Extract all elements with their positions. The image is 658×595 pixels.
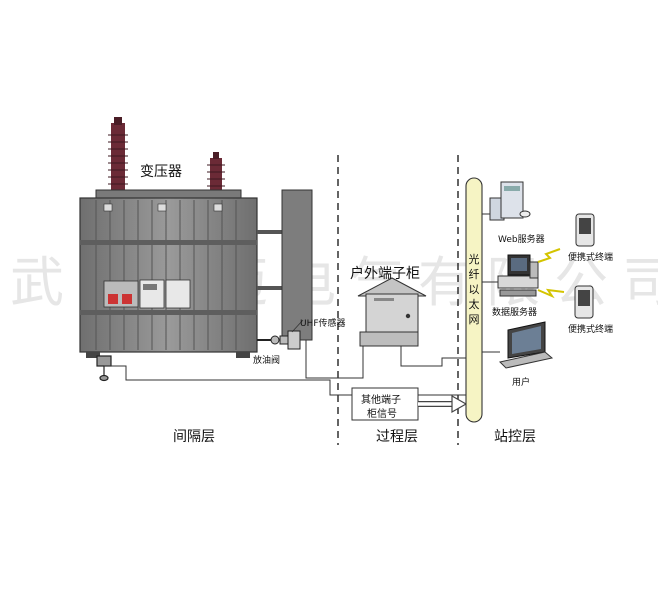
ground-terminal-icon (96, 355, 112, 382)
web-server-icon (489, 181, 531, 221)
outdoor-cabinet-icon (357, 277, 427, 347)
other-cabinet-label-line1: 其他端子 (361, 395, 401, 406)
other-cabinet-label-line2: 柜信号 (367, 409, 397, 420)
transformer-icon (79, 189, 258, 358)
radiator-icon (257, 189, 313, 341)
wireless-link-icon (537, 288, 565, 299)
wireless-link-icon (537, 248, 561, 263)
bay-layer-label: 间隔层 (173, 429, 215, 445)
uhf-sensor-icon (287, 330, 301, 350)
transformer-label: 变压器 (140, 164, 182, 180)
station-layer-label: 站控层 (494, 429, 536, 445)
fiber-ethernet-label: 光纤以太网 (468, 253, 480, 326)
outdoor-cabinet-label: 户外端子柜 (350, 266, 420, 282)
fiber-ethernet-bus (465, 177, 483, 423)
data-server-label: 数据服务器 (492, 308, 538, 318)
bushing-right-icon (207, 152, 225, 192)
uhf-sensor-label: UHF传感器 (300, 319, 346, 329)
portable-terminal-icon (574, 285, 594, 319)
oil-valve-icon (257, 335, 289, 345)
user-label: 用户 (512, 378, 531, 388)
data-server-icon (497, 254, 539, 297)
oil-valve-label: 放油阀 (253, 356, 281, 366)
user-laptop-icon (499, 321, 554, 369)
portable-terminal-label-1: 便携式终端 (568, 253, 614, 263)
process-layer-label: 过程层 (376, 429, 418, 445)
portable-terminal-icon (575, 213, 595, 247)
web-server-label: Web服务器 (498, 235, 545, 245)
portable-terminal-label-2: 便携式终端 (568, 325, 614, 335)
other-cabinet-box (351, 387, 419, 421)
bushing-left-icon (108, 117, 128, 191)
